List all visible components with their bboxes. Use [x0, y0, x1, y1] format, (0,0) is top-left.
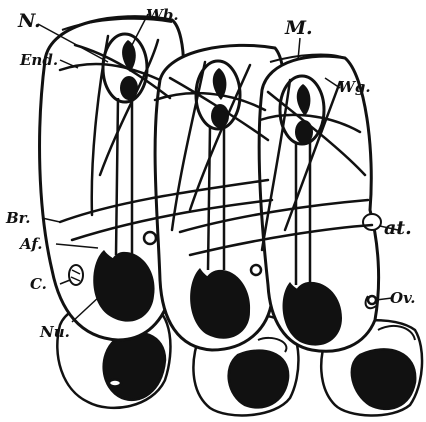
label-wb: Wb.: [146, 6, 179, 24]
label-c: C.: [30, 275, 47, 293]
label-br: Br.: [5, 209, 30, 227]
label-nu: Nu.: [39, 323, 70, 341]
label-at: at.: [384, 217, 412, 239]
label-ov: Ov.: [390, 289, 416, 307]
label-af: Af.: [18, 235, 43, 253]
zooid-left-c-body: [69, 265, 83, 285]
label-end: End.: [19, 51, 58, 69]
label-m: M.: [284, 17, 313, 39]
label-n: N.: [17, 10, 41, 32]
label-wg: Wg.: [338, 78, 371, 96]
